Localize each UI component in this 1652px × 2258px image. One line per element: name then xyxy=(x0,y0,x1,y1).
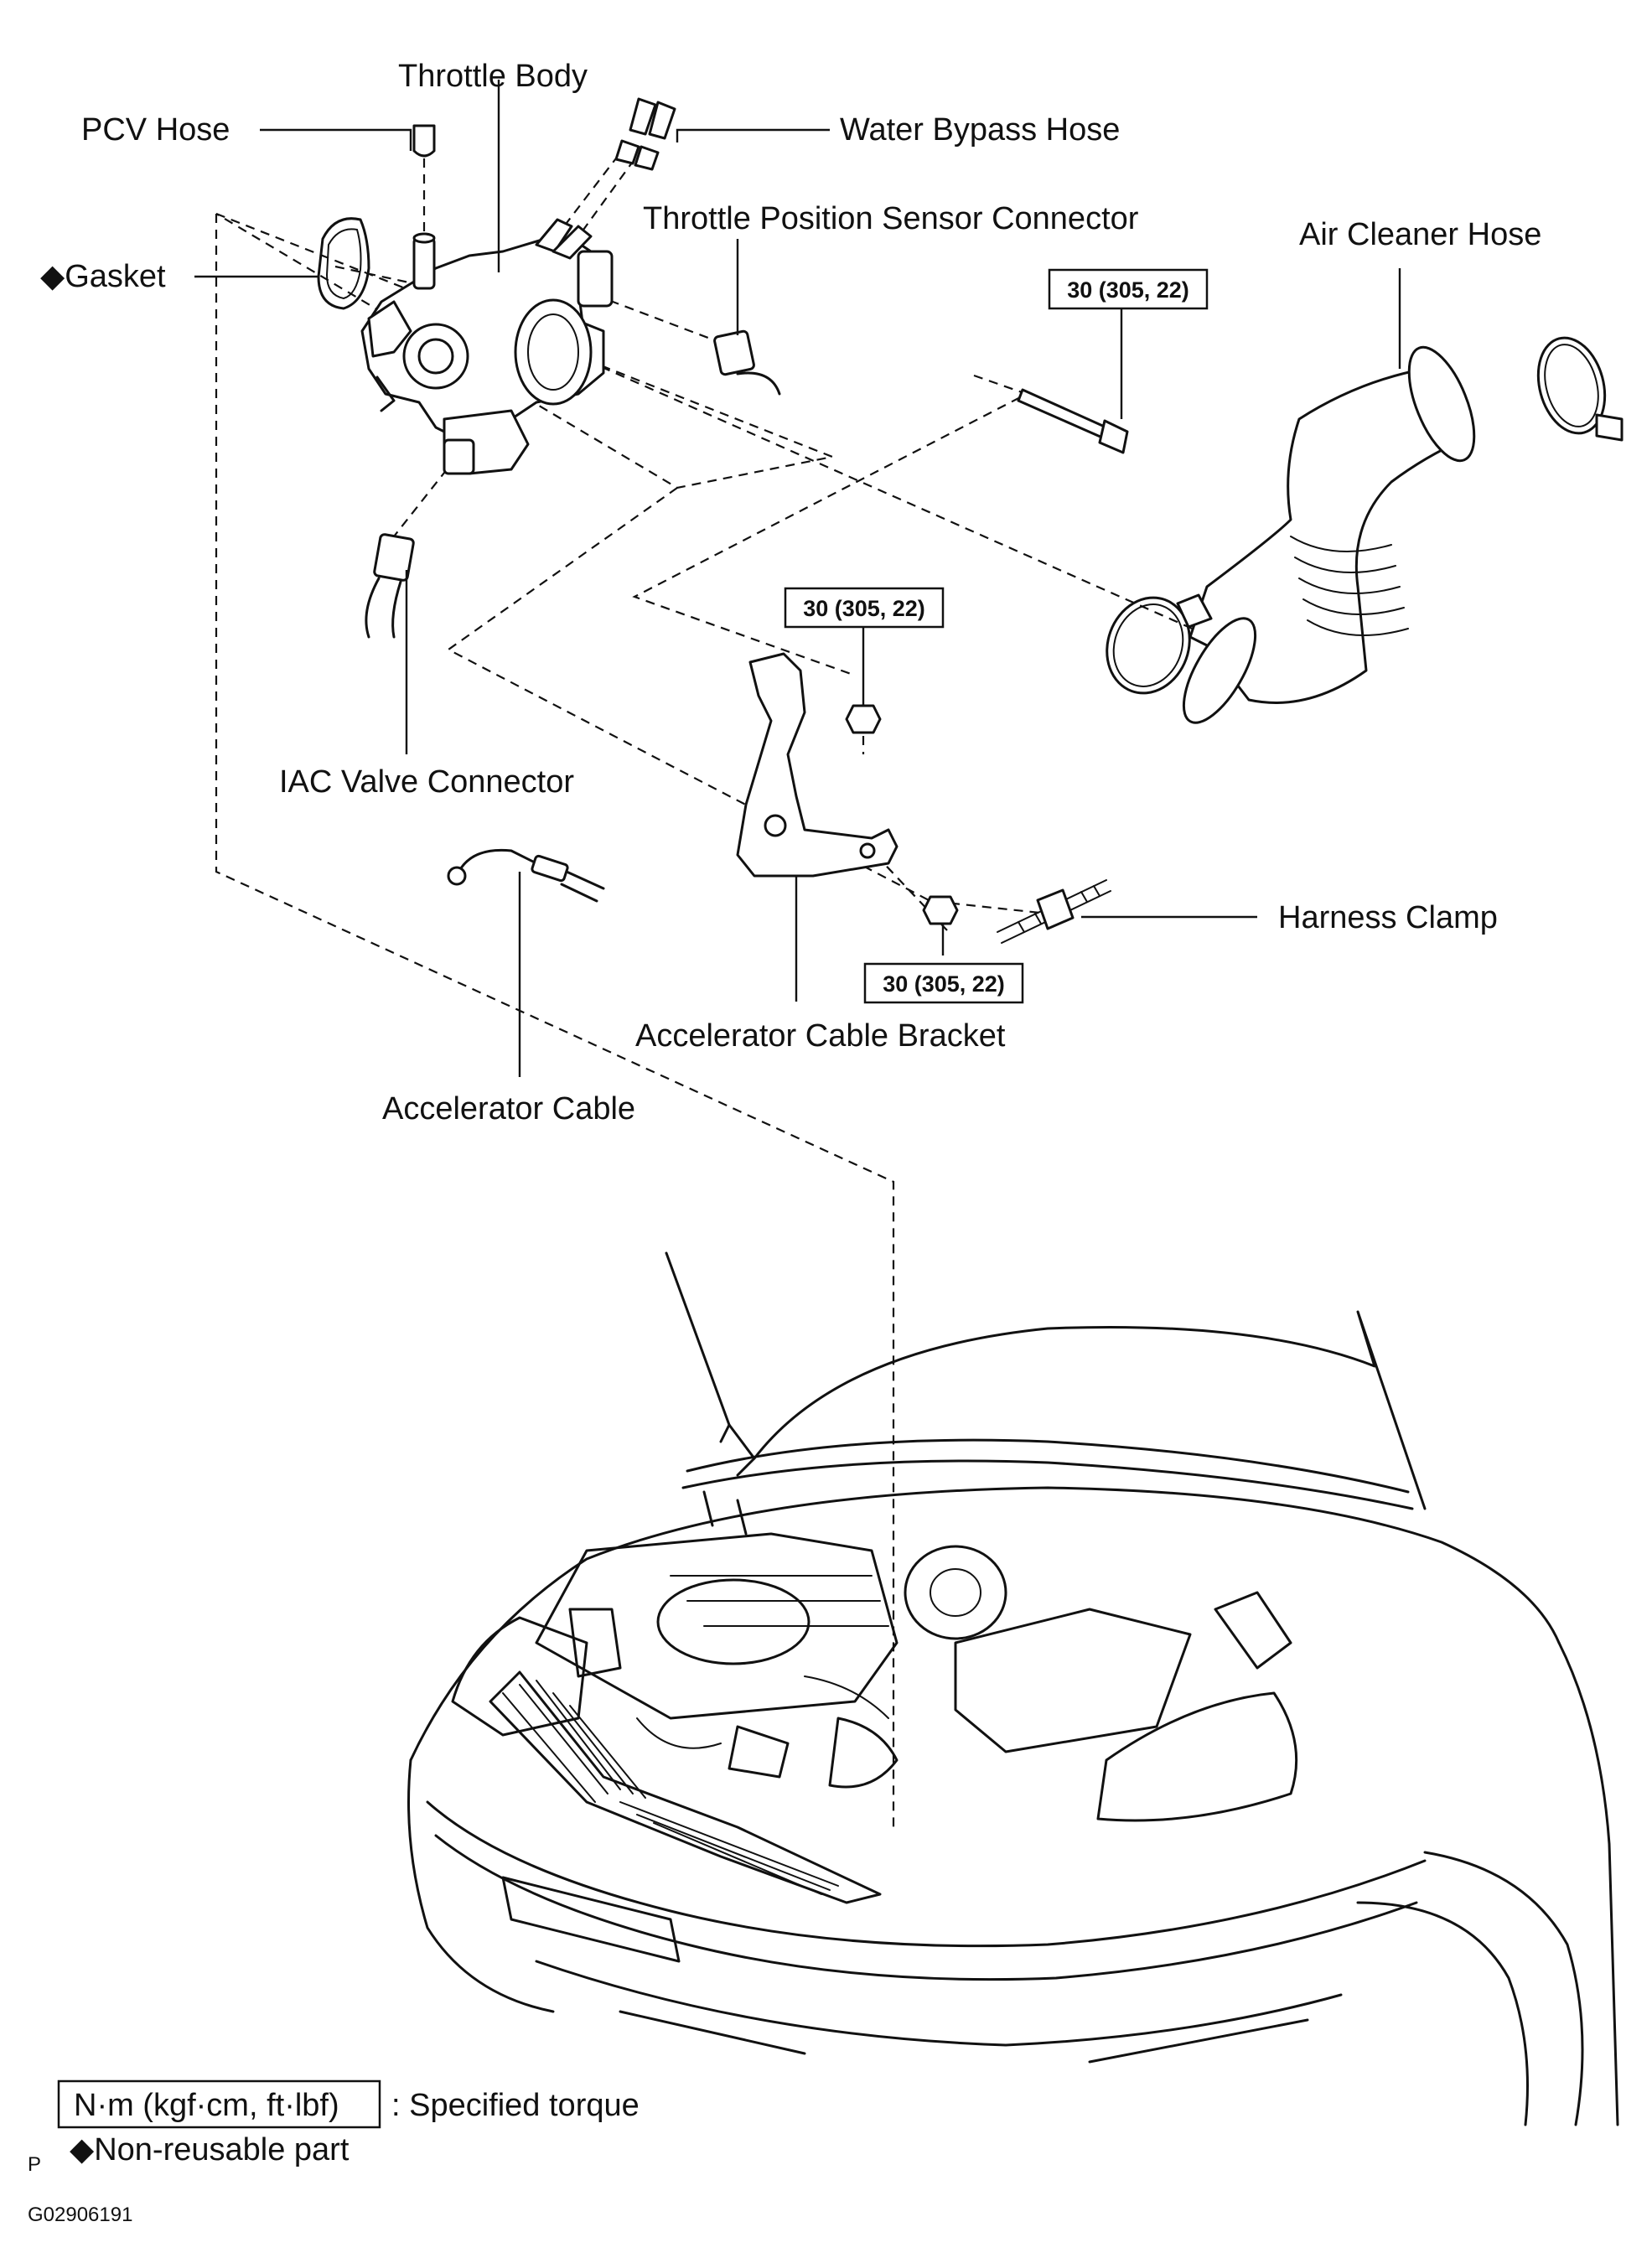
throttle-body xyxy=(360,218,614,475)
figure-id: G02906191 xyxy=(28,2204,132,2226)
torque-spec-nut-lower: 30 (305, 22) xyxy=(863,962,1024,1004)
label-gasket: ◆Gasket xyxy=(40,259,166,294)
label-water-bypass-hose: Water Bypass Hose xyxy=(840,112,1120,148)
legend: N·m (kgf·cm, ft·lbf) : Specified torque … xyxy=(28,2079,640,2226)
torque-spec-bolt: 30 (305, 22) xyxy=(1048,268,1209,310)
harness-clamp xyxy=(997,879,1111,944)
label-accelerator-cable: Accelerator Cable xyxy=(382,1091,635,1126)
label-tps-connector: Throttle Position Sensor Connector xyxy=(643,201,1139,236)
assembly-dashed-lines xyxy=(215,142,1212,1831)
label-accelerator-cable-bracket: Accelerator Cable Bracket xyxy=(635,1018,1006,1054)
label-harness-clamp: Harness Clamp xyxy=(1278,900,1498,935)
hose-clamp-lower xyxy=(1106,593,1213,695)
label-air-cleaner-hose: Air Cleaner Hose xyxy=(1299,217,1541,252)
pcv-hose xyxy=(412,124,436,158)
bracket-nut-lower xyxy=(922,895,959,925)
vehicle-front-engine-bay xyxy=(407,1251,1619,2126)
legend-torque-unit: N·m (kgf·cm, ft·lbf) xyxy=(74,2088,339,2123)
iac-valve-connector xyxy=(365,533,415,639)
label-throttle-body: Throttle Body xyxy=(398,59,588,94)
svg-text:30 (305, 22): 30 (305, 22) xyxy=(883,971,1005,997)
p-mark: P xyxy=(28,2153,41,2176)
accelerator-cable xyxy=(447,848,605,903)
bracket-nut-upper xyxy=(845,704,882,734)
label-pcv-hose: PCV Hose xyxy=(81,112,230,148)
air-cleaner-hose xyxy=(1182,345,1476,724)
throttle-body-bolt xyxy=(1017,388,1129,454)
callout-labels: Throttle Body PCV Hose Water Bypass Hose… xyxy=(40,59,1541,1126)
svg-text:30 (305, 22): 30 (305, 22) xyxy=(1067,277,1189,303)
legend-torque-meaning: : Specified torque xyxy=(391,2088,640,2123)
accelerator-cable-bracket xyxy=(736,652,899,878)
label-iac-valve-connector: IAC Valve Connector xyxy=(279,764,574,800)
torque-spec-nut-upper: 30 (305, 22) xyxy=(784,587,945,629)
legend-non-reusable: ◆Non-reusable part xyxy=(70,2132,350,2167)
legend-torque-box xyxy=(57,2079,381,2129)
water-bypass-hose xyxy=(614,97,676,171)
hose-clamp-upper xyxy=(1536,336,1624,442)
gasket xyxy=(317,217,370,310)
svg-text:30 (305, 22): 30 (305, 22) xyxy=(803,596,925,621)
leader-lines xyxy=(194,80,1401,1077)
tps-connector xyxy=(713,329,781,396)
